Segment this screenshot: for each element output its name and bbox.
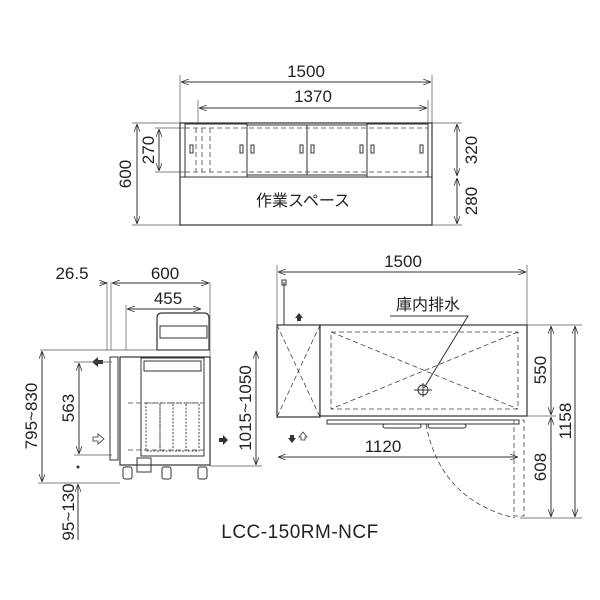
dim-leg-height: 95~130 [59,483,78,540]
dim-offset: 26.5 [55,264,88,283]
top-outline [179,122,433,226]
side-body [119,356,211,466]
dim-door-swing: 608 [531,453,550,481]
work-space-label: 作業スペース [256,191,350,210]
dim-unit-depth: 320 [462,136,481,164]
intake-arrow-icon [92,433,105,445]
dim-body-depth: 550 [531,356,550,384]
dim-door-width: 1120 [365,437,402,456]
door-handles [189,144,424,154]
model-number: LCC-150RM-NCF [221,522,378,543]
dim-counter-height: 795~830 [22,383,41,450]
dim-plan-width-total: 1500 [384,252,422,271]
exhaust-arrow-up-icon [295,313,303,321]
top-view: 1500 1370 作業スペース 600 270 [116,62,481,226]
exhaust-arrow-right-icon [219,435,228,445]
dim-side-depth-inner: 455 [154,289,182,308]
dim-side-depth-total: 600 [151,264,179,283]
dim-inner-height: 563 [59,394,78,422]
drain-label: 庫内排水 [396,295,460,314]
intake-arrow-up-icon [298,431,308,441]
dim-drawer-depth: 270 [139,136,158,164]
dim-work-depth: 280 [462,187,481,215]
dim-top-width-inner: 1370 [294,87,332,106]
dim-total-height: 1015~1050 [236,365,255,451]
dim-top-width-total: 1500 [287,62,325,81]
exhaust-arrow-down-icon [288,435,296,443]
plan-view: 1500 庫内排水 1120 550 608 1158 [276,252,582,519]
dim-top-depth-total: 600 [116,160,135,188]
dim-total-depth: 1158 [556,403,575,440]
door-side [109,356,119,461]
door-swing-arc [425,423,516,519]
side-view: 26.5 600 455 [22,264,262,541]
legs [122,457,208,480]
top-cover [156,312,210,351]
